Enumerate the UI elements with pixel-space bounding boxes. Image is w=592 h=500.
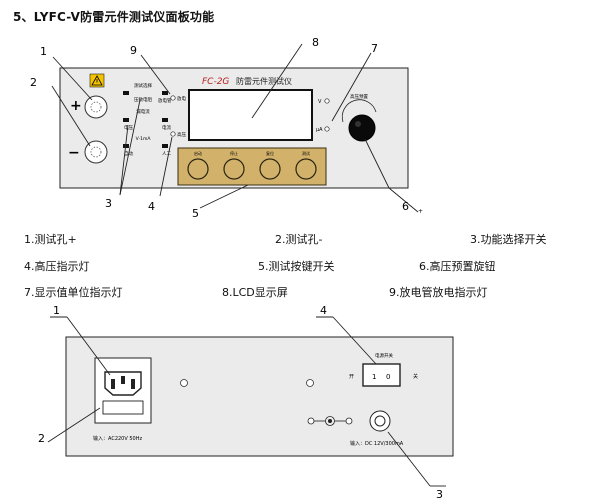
rear-callout-1: 1 [53, 304, 60, 317]
minus-sign: − [68, 145, 80, 161]
svg-text:电压: 电压 [124, 124, 133, 131]
unit-indicator-v: V [318, 98, 330, 105]
power-off-label: 关 [413, 373, 418, 380]
svg-text:μA: μA [316, 127, 323, 133]
lcd-display [188, 89, 313, 141]
svg-text:漏电流: 漏电流 [136, 108, 150, 115]
callout-3: 3 [105, 197, 112, 210]
legend-item-1: 1.测试孔+ [24, 233, 77, 246]
svg-text:V·1mA: V·1mA [136, 136, 152, 142]
front-callout-lines [51, 43, 419, 213]
knob-scale [341, 99, 377, 123]
power-on-label: 开 [349, 374, 354, 380]
test-hole-positive [84, 95, 108, 119]
legend-item-7: 7.显示值单位指示灯 [24, 286, 123, 299]
callout-9: 9 [130, 44, 137, 57]
svg-text:启动: 启动 [194, 150, 202, 156]
svg-text:测试: 测试 [302, 150, 310, 156]
plus-sign: + [70, 98, 82, 114]
test-hole-negative [84, 140, 108, 164]
screw [180, 379, 188, 387]
device-name: 防雷元件测试仪 [236, 76, 292, 86]
svg-text:压敏电阻: 压敏电阻 [134, 96, 152, 103]
legend-item-4: 4.高压指示灯 [24, 260, 90, 273]
rear-panel-diagram: 输入：AC220V 50Hz 电源开关 开 关 1 0 输入：DC 12V/30… [38, 304, 454, 500]
legend-item-9: 9.放电管放电指示灯 [389, 286, 488, 299]
rear-callout-3: 3 [436, 488, 443, 500]
legend-item-5: 5.测试按键开关 [258, 260, 335, 273]
callout-6-mark: + [418, 208, 423, 215]
hv-preset-knob [348, 114, 376, 142]
screw [306, 379, 314, 387]
callout-4: 4 [148, 200, 155, 213]
device-logo: FC-2G [202, 77, 229, 87]
dc-polarity-symbol [307, 416, 353, 426]
legend-item-6: 6.高压预置旋钮 [419, 260, 496, 273]
ac-power-socket [94, 357, 152, 424]
high-voltage-indicator: 高压 [170, 131, 186, 138]
power-switch-label: 电源开关 [375, 352, 393, 359]
legend-item-3: 3.功能选择开关 [470, 233, 547, 246]
legend-item-2: 2.测试孔- [275, 233, 323, 246]
svg-text:停止: 停止 [230, 150, 238, 156]
callout-1: 1 [40, 45, 47, 58]
svg-text:人工: 人工 [162, 151, 171, 157]
unit-indicator-ua: μA [316, 126, 330, 133]
front-panel-diagram: + − 测试选择 压敏电阻 放电管 漏电流 电压 电流 V·1mA 自动 人工 … [30, 36, 423, 220]
svg-text:1: 1 [372, 373, 376, 381]
svg-text:V: V [318, 99, 322, 105]
power-switch: 1 0 [362, 363, 401, 387]
callout-6: 6 [402, 200, 409, 213]
function-selector: 测试选择 压敏电阻 放电管 漏电流 电压 电流 V·1mA 自动 人工 [123, 82, 172, 157]
rear-callout-2: 2 [38, 432, 45, 445]
callout-8: 8 [312, 36, 319, 49]
svg-text:放电管: 放电管 [158, 97, 172, 104]
ac-input-label: 输入：AC220V 50Hz [93, 435, 142, 442]
rear-callout-lines [47, 316, 446, 487]
svg-text:高压: 高压 [177, 131, 186, 138]
svg-text:0: 0 [386, 373, 390, 381]
knob-label: 高压预置 [350, 93, 368, 100]
test-key-buttons: 启动 停止 复位 测试 [187, 150, 317, 180]
dc-input-label: 输入：DC 12V/300mA [350, 440, 404, 447]
callout-7: 7 [371, 42, 378, 55]
callout-5: 5 [192, 207, 199, 220]
svg-text:复位: 复位 [266, 150, 274, 156]
page-heading: 5、LYFC-V防雷元件测试仪面板功能 [13, 10, 215, 24]
discharge-indicator: 放电 [170, 95, 186, 102]
callout-2: 2 [30, 76, 37, 89]
svg-text:电流: 电流 [162, 124, 171, 131]
warning-icon [89, 73, 105, 88]
dc-power-jack [369, 410, 391, 432]
svg-text:测试选择: 测试选择 [134, 82, 152, 89]
rear-callout-4: 4 [320, 304, 327, 317]
legend-item-8: 8.LCD显示屏 [222, 286, 288, 299]
svg-text:放电: 放电 [177, 95, 186, 102]
